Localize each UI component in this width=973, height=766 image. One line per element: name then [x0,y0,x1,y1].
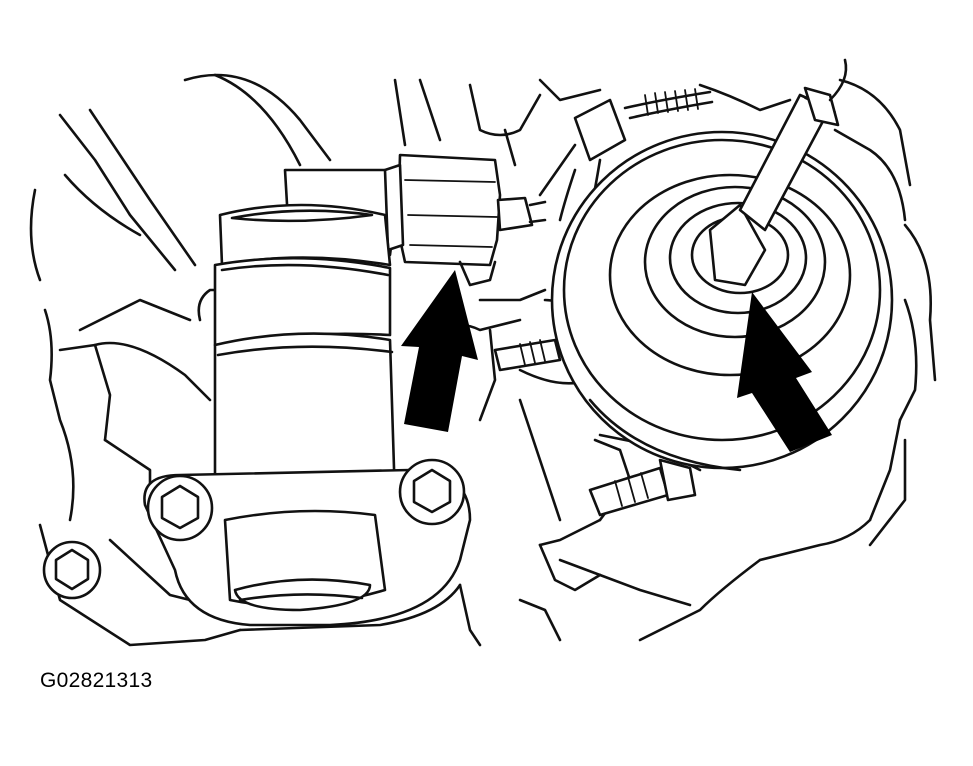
vacuum-diaphragm [552,132,892,470]
threaded-stud-lower [590,460,695,515]
bolt-left [148,476,212,540]
callout-arrow-connector [401,270,478,432]
figure-code: G02821313 [40,669,153,692]
coolant-pipe-housing [215,205,395,511]
callout-arrow-diaphragm [737,292,832,452]
threaded-stud-upper [495,340,560,370]
bolt-lower-left [44,542,100,598]
vacuum-hose-nipple [710,60,846,285]
bolt-right [400,460,464,524]
